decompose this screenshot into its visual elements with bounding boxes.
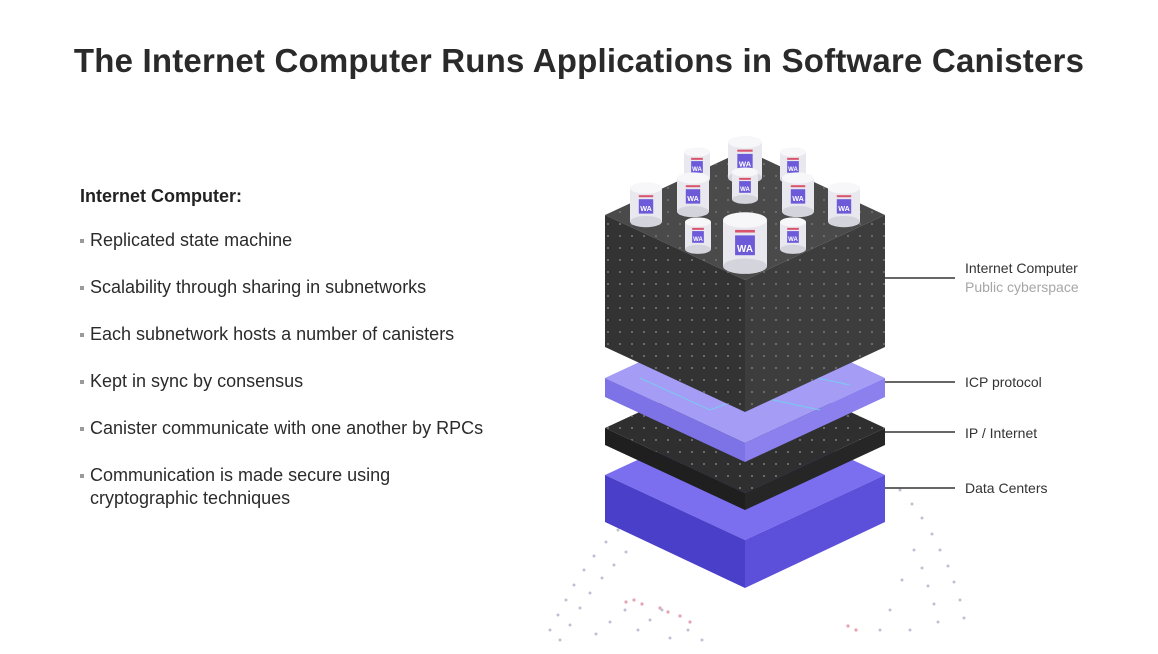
internet-computer-cube bbox=[605, 150, 885, 412]
canister-label: WA bbox=[687, 194, 699, 203]
leader-lines bbox=[885, 277, 955, 489]
bullet-text: Replicated state machine bbox=[90, 230, 293, 250]
canister-label: WA bbox=[788, 167, 798, 173]
canister-label: WA bbox=[693, 237, 703, 243]
bullet-text: Each subnetwork hosts a number of canist… bbox=[90, 324, 455, 344]
canister-label: WA bbox=[737, 244, 753, 255]
layer-sublabel-public-cyberspace: Public cyberspace bbox=[965, 279, 1079, 295]
bullet-text: Kept in sync by consensus bbox=[90, 371, 304, 391]
canister-group: WA WA WA WA WA WA WA WA WA WA WA bbox=[630, 136, 860, 274]
bullet-marker bbox=[80, 380, 84, 384]
bullet-text: Scalability through sharing in subnetwor… bbox=[90, 277, 427, 297]
canister-icon: WA bbox=[828, 182, 860, 228]
bullet-marker bbox=[80, 474, 84, 478]
canister-label: WA bbox=[739, 160, 752, 169]
bullet-text: Canister communicate with one another by… bbox=[90, 418, 484, 438]
feature-list-panel: Internet Computer: Replicated state mach… bbox=[80, 186, 550, 534]
canister-icon: WA bbox=[677, 172, 709, 218]
bullet-list: Replicated state machine Scalability thr… bbox=[80, 229, 550, 510]
canister-icon: WA bbox=[685, 217, 711, 254]
canister-label: WA bbox=[692, 167, 702, 173]
canister-icon: WA bbox=[780, 217, 806, 254]
list-item: Communication is made secure using crypt… bbox=[80, 464, 550, 510]
canister-icon: WA bbox=[630, 182, 662, 228]
list-item: Each subnetwork hosts a number of canist… bbox=[80, 323, 550, 346]
bullet-marker bbox=[80, 333, 84, 337]
bullet-marker bbox=[80, 427, 84, 431]
list-item: Scalability through sharing in subnetwor… bbox=[80, 276, 550, 299]
canister-icon: WA bbox=[723, 212, 767, 274]
layer-diagram: WA WA WA WA WA WA WA WA WA WA WA Internet Computer… bbox=[530, 110, 1158, 654]
layer-label-data-centers: Data Centers bbox=[965, 480, 1048, 496]
list-item: Canister communicate with one another by… bbox=[80, 417, 550, 440]
bullet-text: Communication is made secure using crypt… bbox=[90, 465, 391, 508]
canister-icon: WA bbox=[732, 167, 758, 204]
list-heading: Internet Computer: bbox=[80, 186, 242, 206]
layer-label-ip-internet: IP / Internet bbox=[965, 425, 1038, 441]
canister-label: WA bbox=[640, 204, 652, 213]
bullet-marker bbox=[80, 286, 84, 290]
canister-label: WA bbox=[838, 204, 850, 213]
layer-diagram-graphic: WA WA WA WA WA WA WA WA WA WA WA bbox=[548, 136, 966, 642]
layer-label-icp-protocol: ICP protocol bbox=[965, 374, 1042, 390]
page-title: The Internet Computer Runs Applications … bbox=[73, 42, 1085, 79]
canister-icon: WA bbox=[782, 172, 814, 218]
canister-label: WA bbox=[740, 187, 750, 193]
canister-label: WA bbox=[792, 194, 804, 203]
bullet-marker bbox=[80, 239, 84, 243]
canister-label: WA bbox=[788, 237, 798, 243]
layer-label-internet-computer: Internet Computer bbox=[965, 260, 1078, 276]
list-item: Replicated state machine bbox=[80, 229, 550, 252]
list-item: Kept in sync by consensus bbox=[80, 370, 550, 393]
